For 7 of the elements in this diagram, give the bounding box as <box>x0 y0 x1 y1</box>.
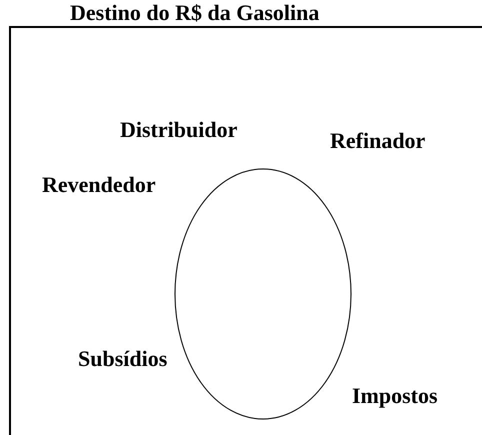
segment-label: Distribuidor <box>120 117 238 143</box>
segment-label: Impostos <box>352 383 438 409</box>
segment-label: Subsídios <box>78 346 168 372</box>
segment-label: Refinador <box>330 128 426 154</box>
segment-label: Revendedor <box>42 172 156 198</box>
chart-title: Destino do R$ da Gasolina <box>70 0 320 26</box>
empty-ellipse <box>174 168 352 420</box>
